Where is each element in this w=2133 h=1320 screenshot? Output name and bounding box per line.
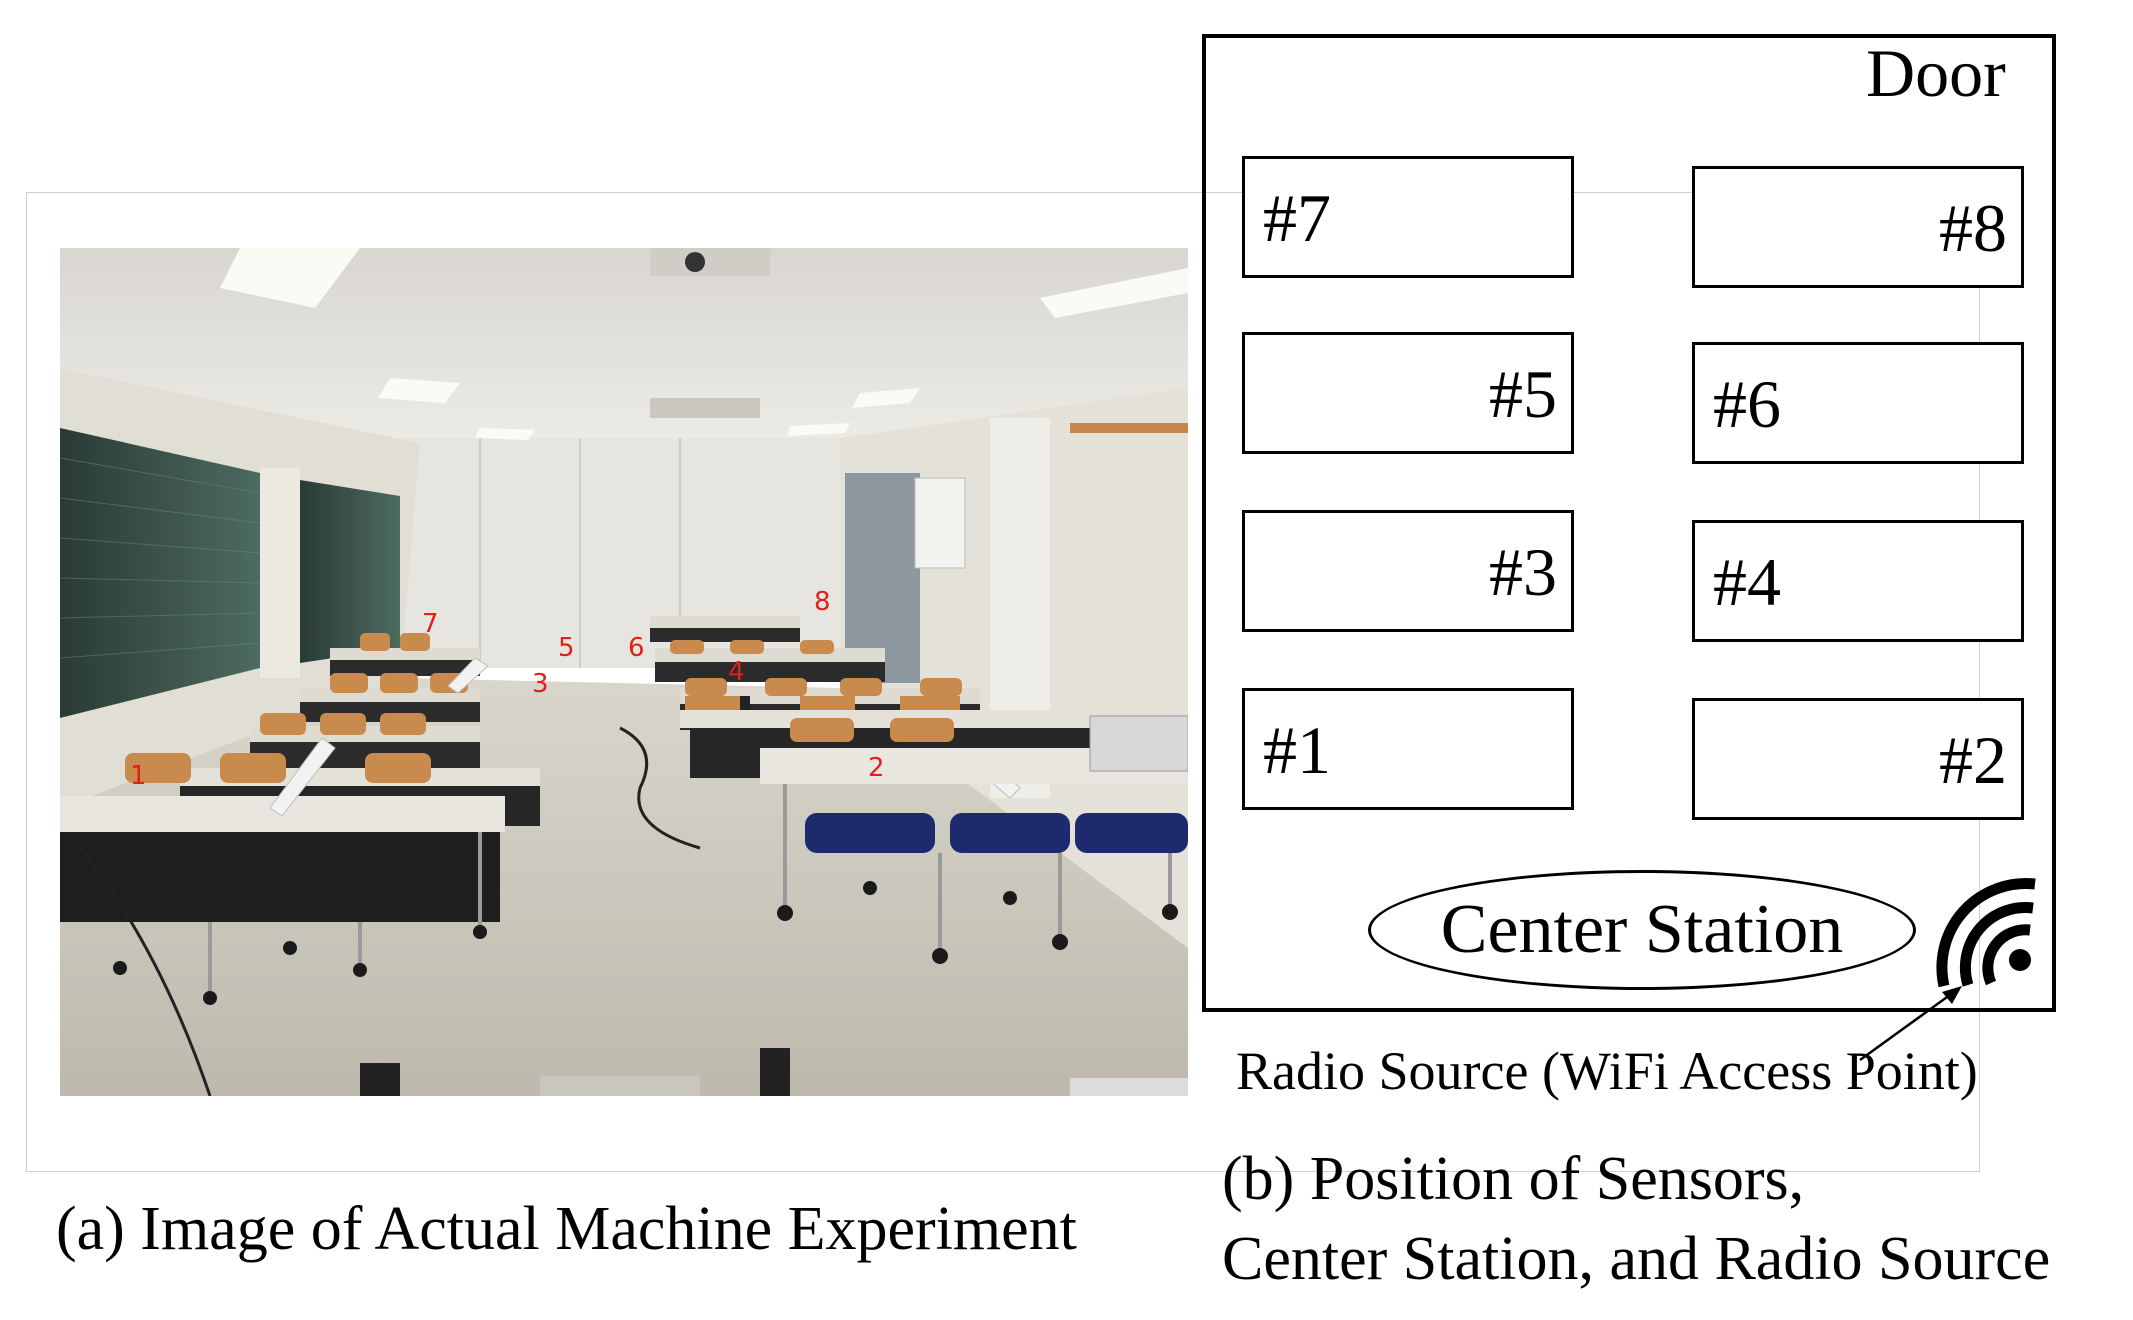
desk-label: #2	[1939, 722, 2007, 798]
desk-label: #5	[1489, 356, 1557, 432]
desk-5: #5	[1242, 332, 1574, 454]
desk-label: #3	[1489, 534, 1557, 610]
desk-6: #6	[1692, 342, 2024, 464]
caption-b-line1: (b) Position of Sensors,	[1222, 1145, 1805, 1213]
center-station-label: Center Station	[1440, 891, 1844, 968]
desk-1: #1	[1242, 688, 1574, 810]
caption-a: (a) Image of Actual Machine Experiment	[56, 1195, 1077, 1263]
desk-2: #2	[1692, 698, 2024, 820]
desk-4: #4	[1692, 520, 2024, 642]
desk-label: #8	[1939, 190, 2007, 266]
desk-label: #7	[1263, 180, 1331, 256]
desk-label: #6	[1713, 366, 1781, 442]
classroom-photo: 1 2 3 4 5 6 7 8	[60, 248, 1188, 1096]
desk-8: #8	[1692, 166, 2024, 288]
marker-8: 8	[814, 587, 831, 617]
marker-4: 4	[728, 657, 745, 687]
marker-3: 3	[532, 669, 549, 699]
desk-7: #7	[1242, 156, 1574, 278]
marker-1: 1	[130, 761, 147, 791]
radio-pointer-arrow	[1859, 986, 1962, 1062]
desk-3: #3	[1242, 510, 1574, 632]
marker-2: 2	[868, 753, 885, 783]
figure-frame	[26, 192, 1980, 1172]
marker-5: 5	[558, 633, 575, 663]
desk-label: #4	[1713, 544, 1781, 620]
radio-source-label: Radio Source (WiFi Access Point)	[1236, 1041, 1978, 1101]
caption-b-line2: Center Station, and Radio Source	[1222, 1225, 2051, 1293]
room-outline	[1202, 34, 2056, 1012]
marker-7: 7	[422, 609, 439, 639]
center-station: Center Station	[1368, 870, 1916, 990]
door-label: Door	[1866, 35, 2006, 111]
marker-6: 6	[628, 633, 645, 663]
wifi-icon	[1936, 878, 2036, 988]
desk-label: #1	[1263, 712, 1331, 788]
